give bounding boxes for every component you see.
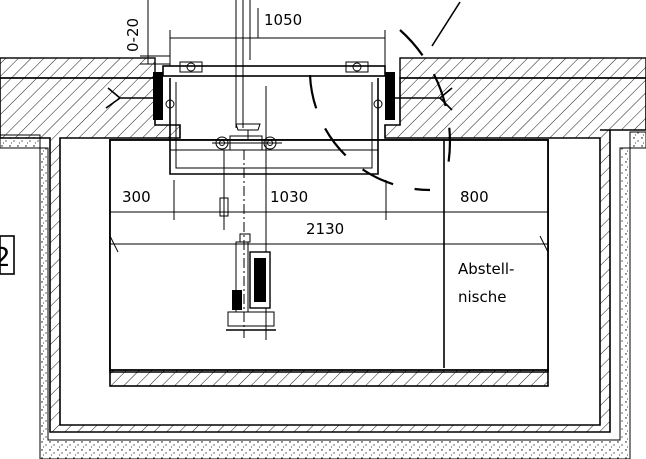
cover-basket-inner <box>175 82 373 169</box>
submersible-pump <box>226 233 276 331</box>
dim-hatch-width: 1050 <box>264 11 302 29</box>
gravel-layer <box>0 131 646 459</box>
right-bolt <box>373 99 383 109</box>
swing-arc-2 <box>399 29 452 181</box>
frame-left-post <box>153 72 163 120</box>
niche-label-line2: nische <box>458 288 506 306</box>
top-slab-right <box>399 57 646 79</box>
float-switch <box>219 192 229 217</box>
hinge-right <box>345 61 369 73</box>
top-slab <box>0 57 156 79</box>
dim-niche-width: 800 <box>460 188 489 206</box>
left-bolt <box>165 99 175 109</box>
niche-label-line1: Abstell- <box>458 260 514 278</box>
cover-plate <box>162 65 386 77</box>
dim-total-width: 2130 <box>306 220 344 238</box>
dim-pit-inner: 1030 <box>270 188 308 206</box>
frame-right-post <box>385 72 395 120</box>
marker-text: 2 <box>0 243 11 273</box>
swing-arc-3 <box>431 1 461 47</box>
hinge-left <box>179 61 203 73</box>
marker-box <box>0 235 15 275</box>
swing-arc-1 <box>308 74 431 192</box>
cover-basket <box>169 78 379 175</box>
dim-left-offset: 300 <box>122 188 151 206</box>
valve-assembly <box>212 123 282 151</box>
pit-interior <box>109 139 549 371</box>
dim-gap-range: 0-20 <box>124 18 142 52</box>
left-anchor <box>105 87 153 109</box>
